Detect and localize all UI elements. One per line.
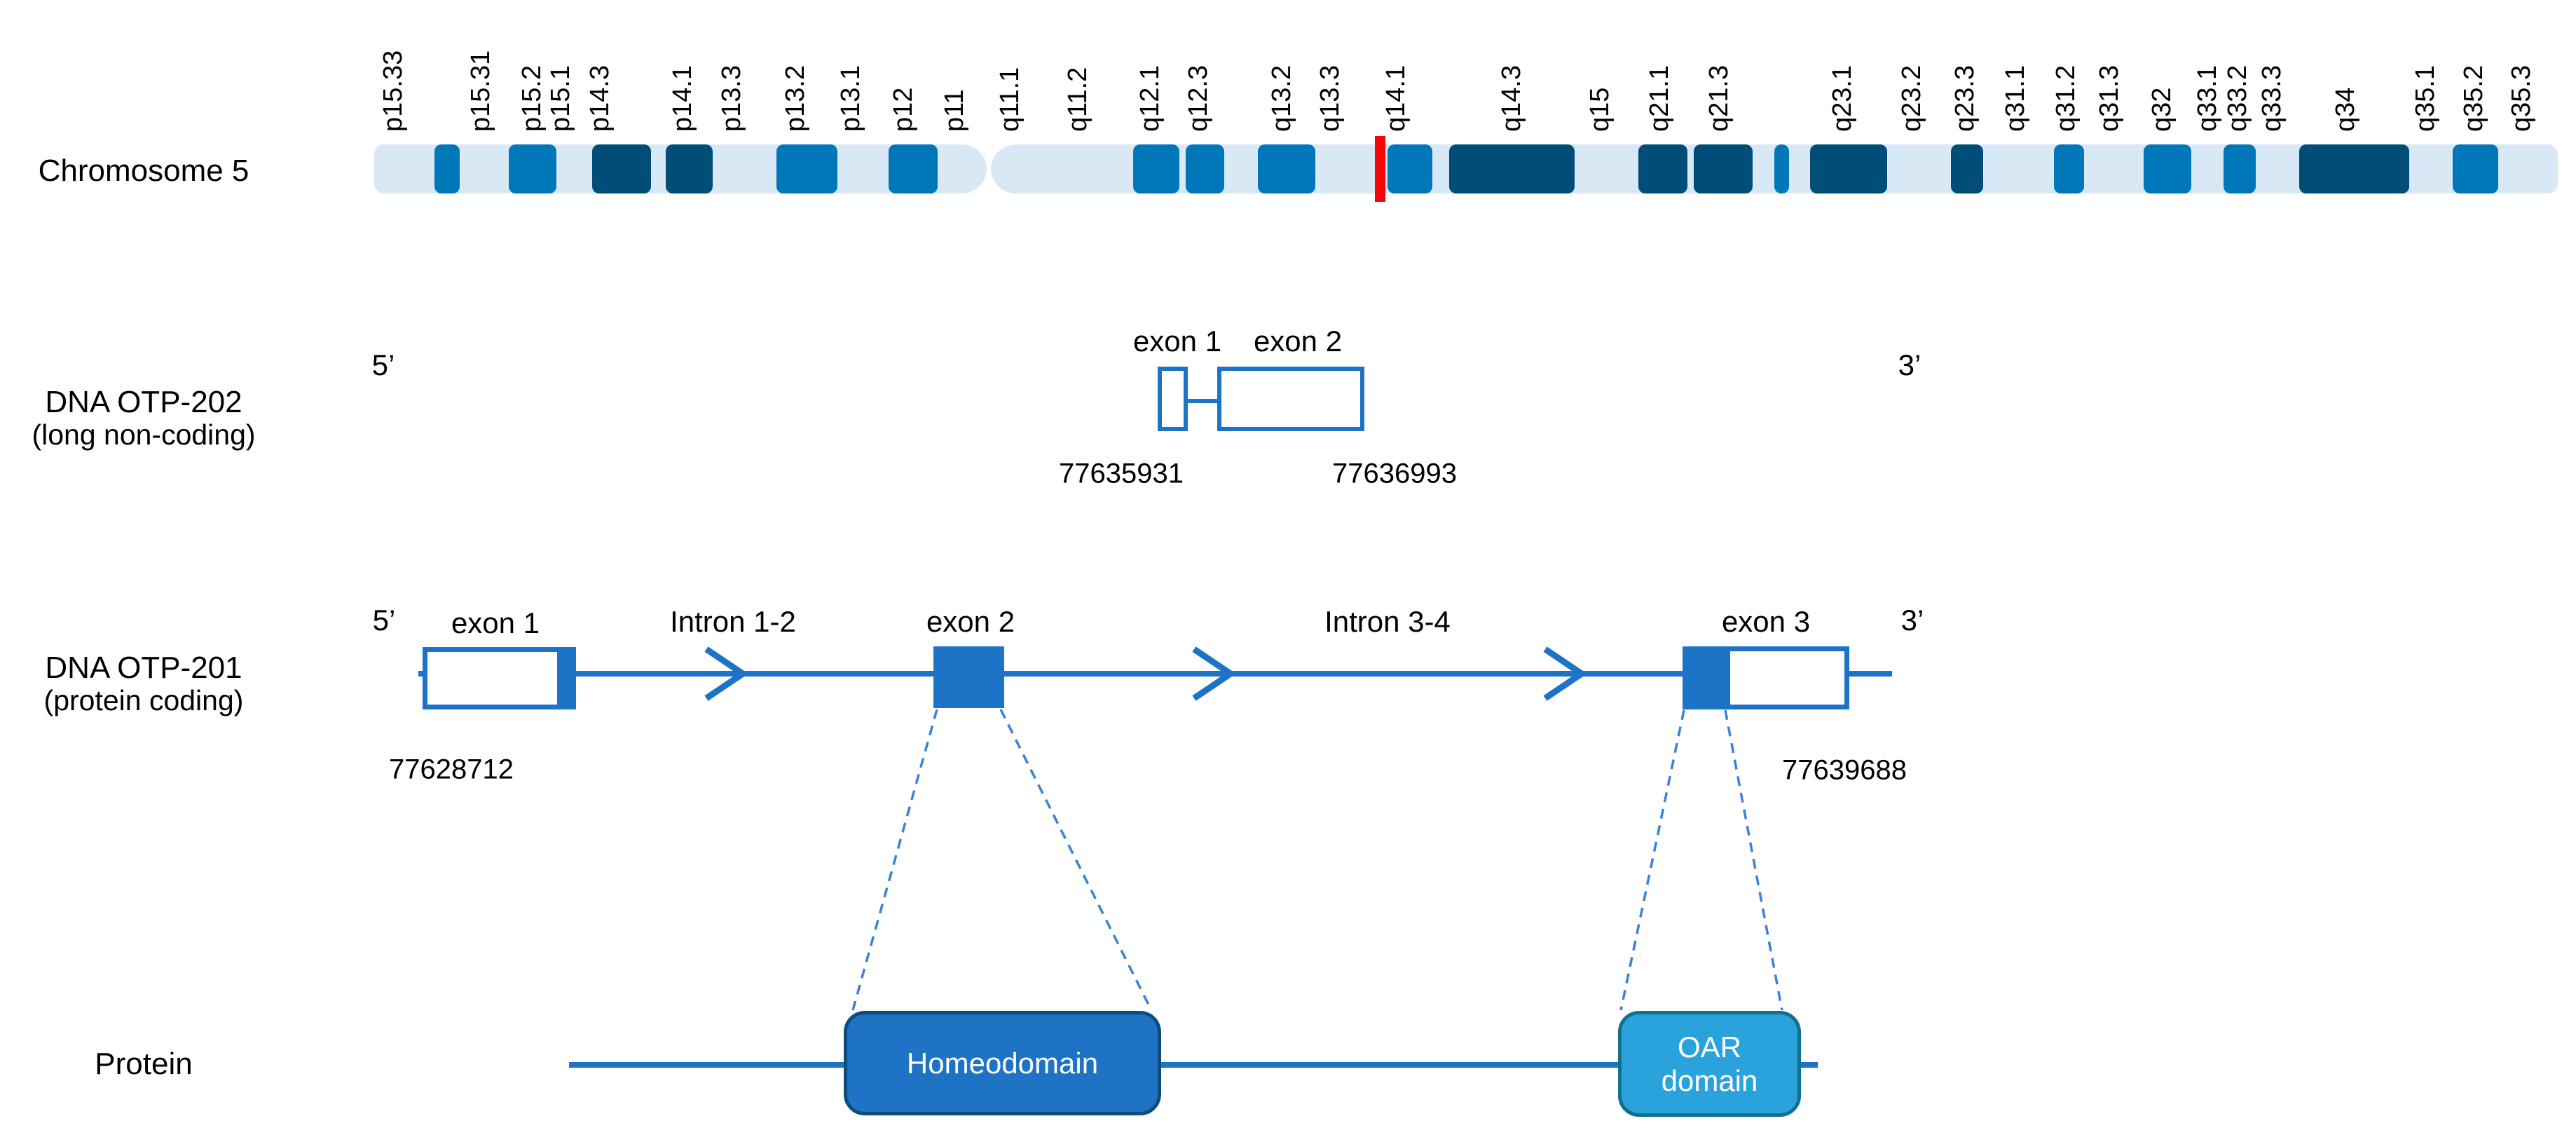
oar-domain-box-label-line2: domain [1661,1064,1758,1097]
otp201-subtitle: (protein coding) [43,684,244,716]
otp201-intron34-label: Intron 3-4 [1324,605,1451,638]
otp201-exon3-label: exon 3 [1721,605,1811,638]
otp202-title: DNA OTP-202 [45,385,242,419]
otp201-start-coordinate: 77628712 [389,754,514,785]
otp202-row-label: DNA OTP-202 (long non-coding) [0,386,287,451]
chromosome-band [1388,144,1432,193]
chromosome-band [1638,144,1687,193]
intron-arrow-icon [1192,646,1237,701]
otp201-exon2-label: exon 2 [926,605,1015,638]
chromosome-band [2299,144,2409,193]
otp201-exon1-coding-segment [557,647,576,709]
otp201-exon3-coding-segment [1683,646,1725,709]
otp201-row-label: DNA OTP-201 (protein coding) [0,651,287,717]
oar-domain-box-label-line1: OAR [1677,1030,1741,1064]
chromosome-band [2054,144,2084,193]
chromosome-band [776,144,837,193]
chromosome-band [509,144,556,193]
otp201-five-prime-label: 5’ [372,604,396,637]
protein-backbone-line [569,1062,1818,1068]
otp201-exon3-box [1725,646,1849,709]
otp202-intron-connector-line [1187,399,1218,403]
chromosome-band [2144,144,2191,193]
chromosome-band [592,144,651,193]
chromosome-band [2453,144,2498,193]
chromosome-band [434,144,460,193]
exon2-homeodomain-dashed-line [851,709,938,1011]
chromosome-band [1951,144,1983,193]
otp202-exon2-label: exon 2 [1253,325,1343,358]
exon3-oar-dashed-line [1724,709,1783,1011]
otp202-three-prime-label: 3’ [1898,348,1921,381]
chromosome-band [2224,144,2256,193]
otp201-intron12-label: Intron 1-2 [670,605,796,638]
otp201-title: DNA OTP-201 [45,651,242,685]
otp201-exon1-label: exon 1 [451,606,540,639]
protein-row-label: Protein [95,1047,193,1081]
homeodomain-box: Homeodomain [844,1011,1161,1115]
otp202-end-coordinate: 77636993 [1332,458,1457,489]
otp202-exon1-box [1158,367,1188,431]
otp202-exon2-box [1217,367,1364,431]
chromosome-band [666,144,713,193]
otp202-subtitle: (long non-coding) [32,419,256,451]
otp201-three-prime-label: 3’ [1900,604,1924,637]
otp201-exon2-box [933,646,1004,708]
chromosome-band [1774,144,1789,193]
intron-arrow-icon [1543,646,1588,701]
gene-locus-marker [1375,136,1385,202]
chromosome-band [1810,144,1887,193]
chromosome-band [1694,144,1753,193]
chromosome-band [1449,144,1575,193]
otp202-five-prime-label: 5’ [371,348,395,381]
chromosome-band [1186,144,1224,193]
chromosome-band [889,144,938,193]
intron-arrow-icon [704,646,749,701]
otp202-start-coordinate: 77635931 [1059,458,1184,489]
chromosome-band [1258,144,1315,193]
otp201-exon1-box [423,647,576,709]
oar-domain-box: OAR domain [1618,1011,1801,1117]
chromosome-row-label: Chromosome 5 [38,154,249,188]
otp202-exon1-label: exon 1 [1132,325,1222,358]
chromosome-band [1133,144,1179,193]
exon2-homeodomain-dashed-line [999,709,1153,1011]
exon3-oar-dashed-line [1619,709,1685,1011]
homeodomain-box-label: Homeodomain [906,1046,1099,1080]
otp201-end-coordinate: 77639688 [1782,754,1907,786]
